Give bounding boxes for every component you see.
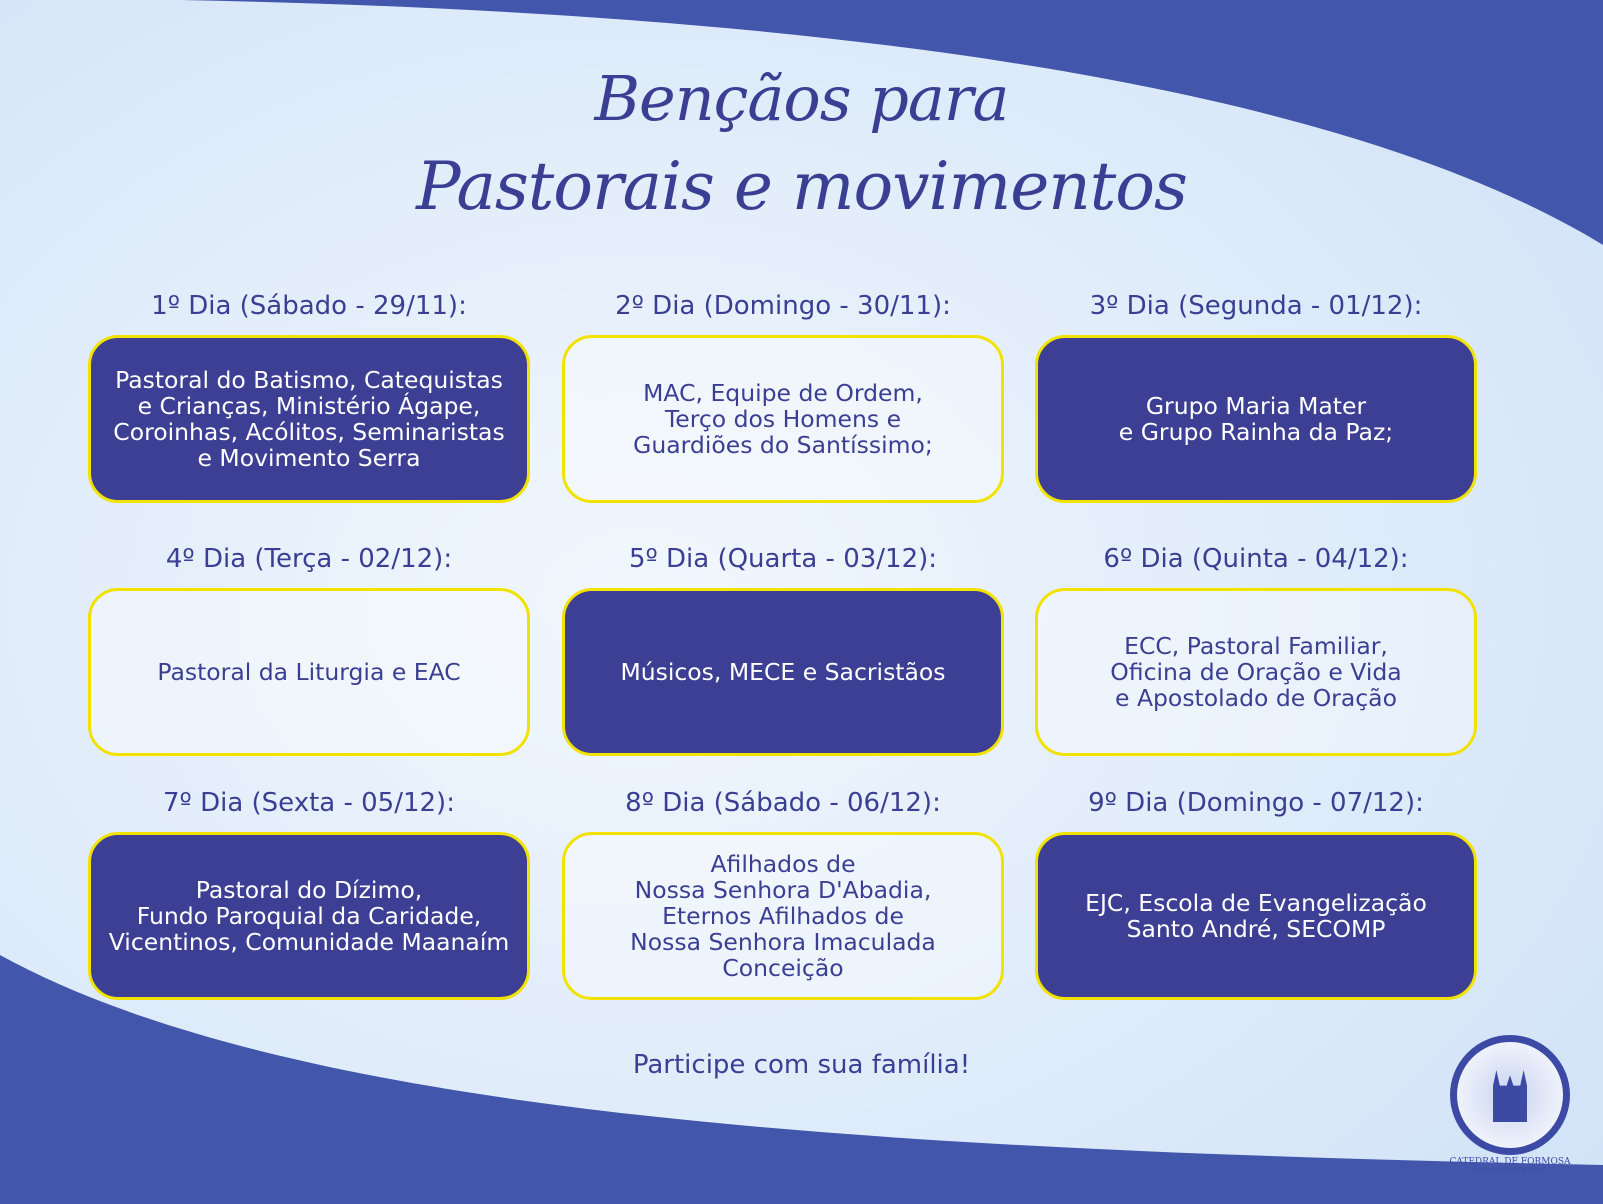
day-groups: Músicos, MECE e Sacristãos: [620, 658, 946, 686]
day-label: 3º Dia (Segunda - 01/12):: [1089, 291, 1423, 321]
day-card: ECC, Pastoral Familiar, Oficina de Oraçã…: [1035, 588, 1477, 756]
day-groups: Grupo Maria Mater e Grupo Rainha da Paz;: [1118, 392, 1394, 446]
day-label: 5º Dia (Quarta - 03/12):: [628, 544, 938, 574]
day-label: 2º Dia (Domingo - 30/11):: [615, 291, 951, 321]
day-card: Afilhados de Nossa Senhora D'Abadia, Ete…: [562, 832, 1004, 1000]
day-label: 1º Dia (Sábado - 29/11):: [151, 291, 467, 321]
day-groups: ECC, Pastoral Familiar, Oficina de Oraçã…: [1110, 632, 1402, 712]
title-line-1: Bençãos para: [594, 62, 1010, 135]
top-wave: [180, 0, 1603, 245]
day-groups: MAC, Equipe de Ordem, Terço dos Homens e…: [633, 379, 933, 459]
day-groups: Pastoral do Batismo, Catequistas e Crian…: [113, 366, 505, 472]
day-groups: Pastoral da Liturgia e EAC: [157, 658, 461, 686]
day-card: Pastoral do Batismo, Catequistas e Crian…: [88, 335, 530, 503]
footer-text: Participe com sua família!: [632, 1050, 971, 1080]
bottom-wave: [0, 955, 1603, 1204]
day-card: Músicos, MECE e Sacristãos: [562, 588, 1004, 756]
logo-subtitle: DIOCESE DE FORMOSA-GO: [1473, 1167, 1547, 1173]
day-card: EJC, Escola de Evangelização Santo André…: [1035, 832, 1477, 1000]
day-card: Pastoral da Liturgia e EAC: [88, 588, 530, 756]
day-label: 6º Dia (Quinta - 04/12):: [1103, 544, 1409, 574]
day-card: Pastoral do Dízimo, Fundo Paroquial da C…: [88, 832, 530, 1000]
cathedral-icon: [1450, 1035, 1570, 1155]
day-groups: Pastoral do Dízimo, Fundo Paroquial da C…: [108, 876, 510, 956]
day-groups: Afilhados de Nossa Senhora D'Abadia, Ete…: [630, 850, 936, 982]
day-label: 4º Dia (Terça - 02/12):: [165, 544, 453, 574]
day-card: MAC, Equipe de Ordem, Terço dos Homens e…: [562, 335, 1004, 503]
title-line-2: Pastorais e movimentos: [416, 148, 1188, 225]
day-groups: EJC, Escola de Evangelização Santo André…: [1085, 889, 1427, 943]
day-label: 9º Dia (Domingo - 07/12):: [1088, 788, 1424, 818]
day-card: Grupo Maria Mater e Grupo Rainha da Paz;: [1035, 335, 1477, 503]
cathedral-logo: CATEDRAL DE FORMOSA DIOCESE DE FORMOSA-G…: [1440, 1035, 1580, 1195]
day-label: 8º Dia (Sábado - 06/12):: [625, 788, 941, 818]
day-label: 7º Dia (Sexta - 05/12):: [163, 788, 455, 818]
logo-name: CATEDRAL DE FORMOSA: [1449, 1157, 1571, 1167]
